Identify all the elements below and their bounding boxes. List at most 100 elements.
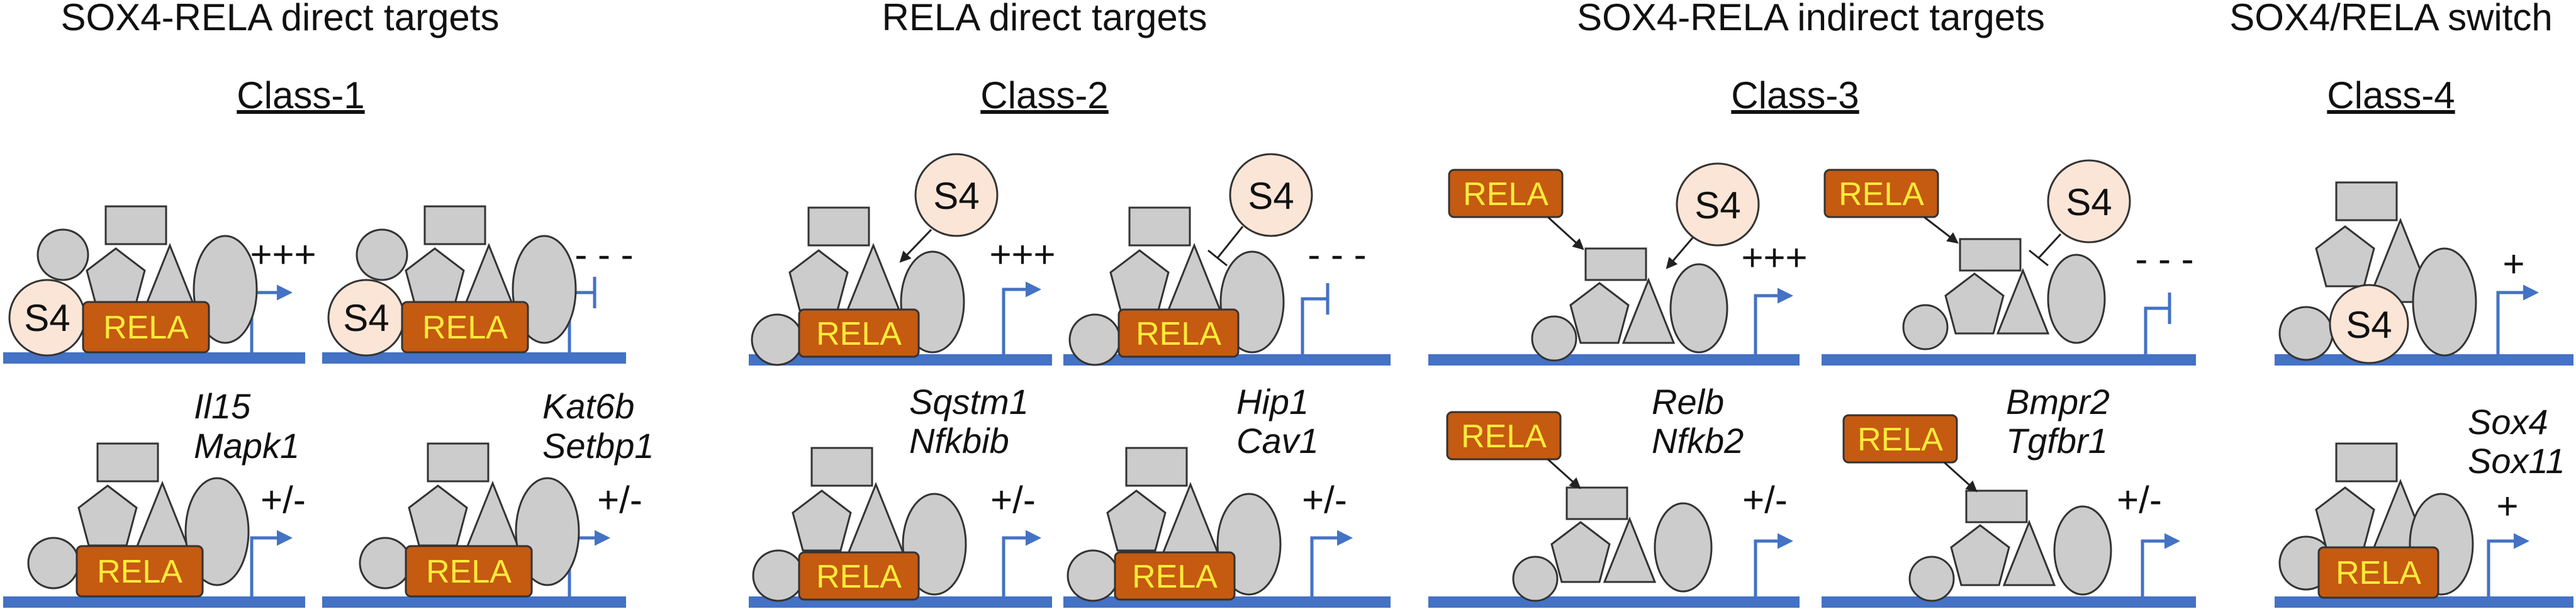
sox4-factor (2329, 284, 2409, 364)
factor-rectangle (810, 447, 873, 487)
column-header-class-3: SOX4-RELA indirect targets (1577, 0, 2045, 38)
target-gene-1: Sox4 (2468, 402, 2548, 442)
target-gene-1: Hip1 (1236, 382, 1309, 422)
expression-sign: +/- (1742, 479, 1788, 521)
inhibition-bar (2029, 233, 2062, 267)
rela-factor (798, 551, 920, 601)
dna-strand (2275, 596, 2573, 608)
factor-triangle (1603, 516, 1657, 583)
target-gene-2: Nfkbib (909, 421, 1009, 461)
factor-triangle (1621, 277, 1676, 344)
expression-sign: +/- (1302, 479, 1347, 521)
sox4-label: S4 (1248, 175, 1294, 217)
tss-arrow (1002, 530, 1041, 596)
rela-factor (1823, 169, 1939, 218)
rela-factor (1842, 414, 1958, 464)
expression-sign: +++ (989, 233, 1055, 276)
factor-rectangle (1128, 206, 1191, 247)
class-label-2: Class-2 (980, 74, 1108, 116)
class-label-4: Class-4 (2327, 74, 2455, 116)
rela-factor (82, 301, 210, 354)
rela-label: RELA (103, 310, 189, 346)
panel-class3-basal-a: RELA Relb Nfkb2 +/- (1428, 382, 1800, 608)
factor-circle (27, 537, 80, 589)
factor-circle (1512, 556, 1559, 602)
target-gene-1: Bmpr2 (2006, 382, 2110, 422)
target-gene-1: Kat6b (542, 386, 634, 426)
rela-factor (76, 545, 204, 598)
factor-pentagon (1569, 282, 1630, 344)
factor-pentagon (86, 247, 146, 310)
dna-strand (322, 596, 626, 608)
dna-strand (1822, 596, 2196, 608)
factor-rectangle (2335, 442, 2398, 483)
dna-strand (1822, 354, 2196, 366)
factor-circle (1531, 315, 1577, 362)
factor-rectangle (1584, 247, 1647, 281)
expression-sign: +/- (260, 479, 306, 521)
rela-label: RELA (816, 559, 902, 595)
sox4-label: S4 (1694, 184, 1740, 226)
dna-strand (322, 352, 626, 364)
rela-factor (401, 301, 529, 354)
class-label-3: Class-3 (1731, 74, 1859, 116)
target-gene-2: Nfkb2 (1652, 421, 1744, 461)
sox4-label: S4 (933, 175, 979, 217)
sox4-factor (1229, 153, 1313, 237)
factor-rectangle (427, 442, 490, 483)
factor-circle (36, 228, 89, 281)
activation-arrow (1943, 461, 1978, 493)
tss-arrow (1754, 288, 1793, 354)
column-header-class-1: SOX4-RELA direct targets (61, 0, 500, 38)
expression-sign: + (2496, 485, 2518, 527)
factor-circle (752, 549, 805, 602)
factor-pentagon (1550, 521, 1611, 583)
factor-pentagon (408, 484, 468, 547)
inhibition-bar (1207, 226, 1244, 267)
factor-pentagon (2315, 486, 2375, 549)
rela-label: RELA (1463, 176, 1548, 213)
column-header-class-2: RELA direct targets (882, 0, 1207, 38)
rela-factor (1448, 169, 1564, 218)
factor-circle (1908, 556, 1955, 602)
factor-triangle (1996, 267, 2050, 335)
tss-arrow (250, 284, 293, 352)
factor-ellipse (1669, 263, 1728, 354)
factor-circle (1068, 313, 1121, 366)
rela-label: RELA (426, 554, 512, 590)
dna-strand (1428, 596, 1800, 608)
factor-circle (1902, 304, 1949, 350)
column-header-class-4: SOX4/RELA switch (2229, 0, 2553, 38)
expression-sign: +++ (250, 233, 316, 276)
factor-circle (1067, 549, 1119, 602)
dna-strand (3, 352, 305, 364)
factor-pentagon (77, 484, 138, 547)
tss-arrow (2487, 533, 2529, 596)
target-gene-2: Sox11 (2468, 441, 2565, 481)
panel-class3-basal-b: RELA Bmpr2 Tgfbr1 +/- (1822, 382, 2196, 608)
factor-rectangle (423, 205, 486, 245)
target-gene-1: Relb (1652, 382, 1724, 422)
factor-rectangle (96, 442, 159, 483)
tss-arrow (1310, 530, 1353, 596)
factor-rectangle (807, 206, 870, 247)
factor-rectangle (1959, 238, 2022, 272)
rela-label: RELA (1132, 559, 1218, 595)
factor-rectangle (104, 205, 167, 245)
factor-rectangle (1125, 447, 1188, 487)
target-gene-2: Mapk1 (194, 426, 300, 466)
rela-factor (798, 308, 920, 358)
target-gene-1: Il15 (194, 386, 251, 426)
expression-sign: - - - (1308, 233, 1366, 276)
target-gene-2: Tgfbr1 (2006, 421, 2108, 461)
panel-class2-basal-a: RELA Sqstm1 Nfkbib +/- (749, 382, 1052, 608)
panel-class1-basal-a: RELA Il15 Mapk1 +/- (3, 386, 306, 608)
tss-repression-mark (1301, 283, 1330, 354)
expression-sign: +/- (990, 479, 1036, 521)
factor-pentagon (788, 249, 849, 311)
sox4-label: S4 (2346, 304, 2392, 346)
sox4-factor (914, 153, 999, 237)
factor-circle (356, 228, 408, 281)
expression-sign: - - - (2135, 238, 2193, 280)
expression-sign: + (2502, 243, 2524, 285)
